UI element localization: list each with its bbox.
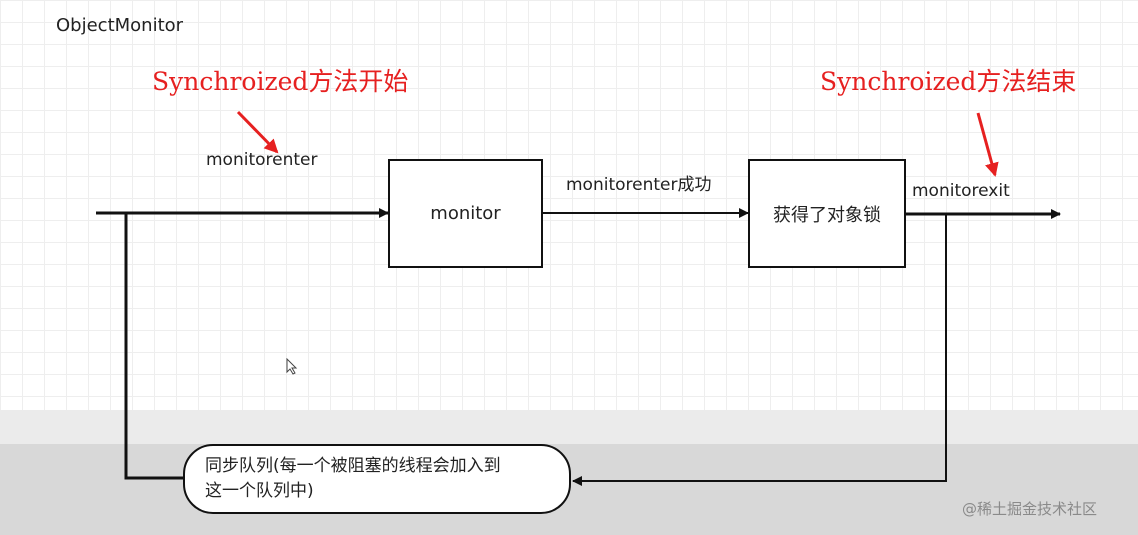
label-monitorexit: monitorexit — [912, 181, 1010, 201]
annotation-end: Synchroized方法结束 — [820, 67, 1077, 96]
queue-loop-line — [124, 213, 185, 480]
annotation-end-arrow — [976, 112, 999, 177]
monitor-box-label: monitor — [430, 203, 501, 224]
lock-acquired-box: 获得了对象锁 — [748, 159, 906, 268]
bottom-strip-light — [0, 410, 1138, 444]
return-line — [572, 214, 947, 486]
diagram-title: ObjectMonitor — [56, 15, 184, 36]
monitor-box: monitor — [388, 159, 543, 268]
sync-queue-line2: 这一个队列中) — [205, 481, 314, 501]
annotation-start-arrow — [236, 110, 279, 154]
lock-acquired-box-label: 获得了对象锁 — [773, 204, 881, 226]
label-monitorenter-success: monitorenter成功 — [566, 175, 712, 195]
sync-queue-line1: 同步队列(每一个被阻塞的线程会加入到 — [205, 456, 501, 476]
sync-queue-box: 同步队列(每一个被阻塞的线程会加入到 这一个队列中) — [183, 444, 571, 514]
diagram-canvas — [0, 0, 1138, 410]
label-monitorenter: monitorenter — [206, 150, 318, 170]
mouse-cursor-icon — [286, 358, 298, 375]
watermark: @稀土掘金技术社区 — [962, 500, 1098, 518]
annotation-start: Synchroized方法开始 — [152, 67, 409, 96]
